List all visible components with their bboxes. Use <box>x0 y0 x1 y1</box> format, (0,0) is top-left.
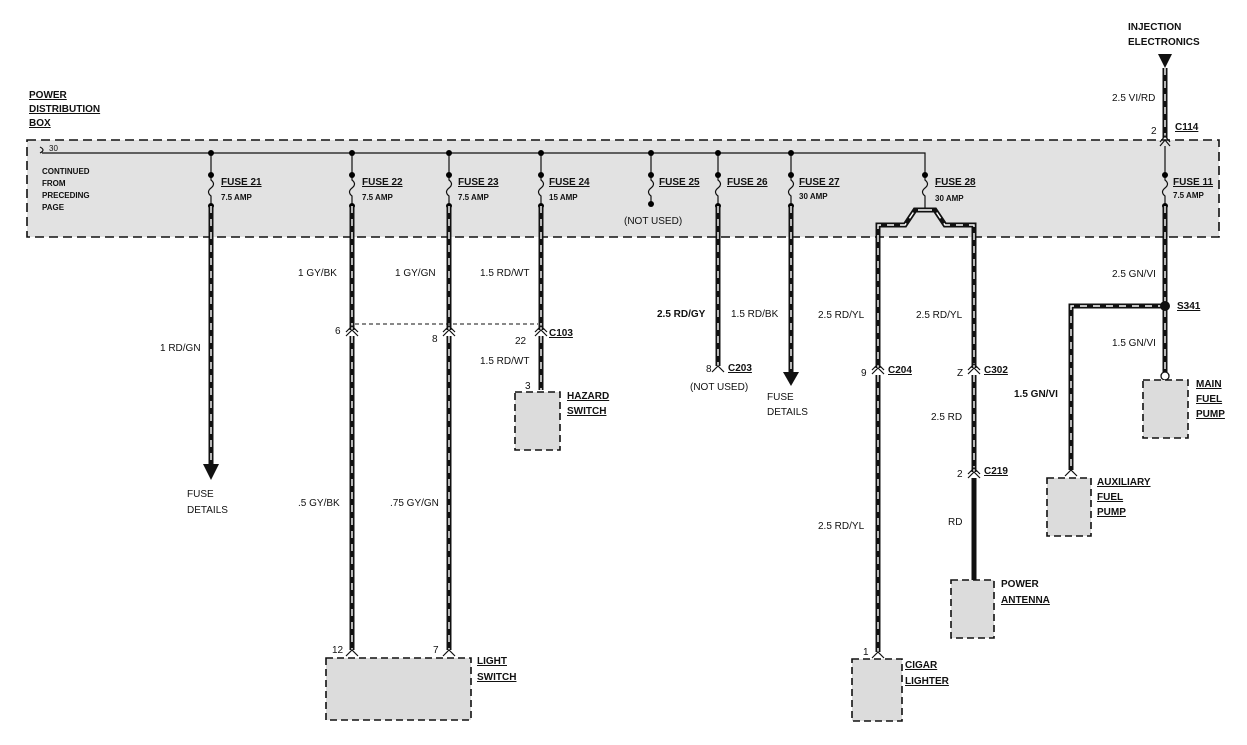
fuse-11-rating: 7.5 AMP <box>1173 191 1204 200</box>
c203-pin: 8 <box>706 364 712 375</box>
wire-aux: 1.5 GN/VI <box>1014 389 1058 400</box>
main-fuel-pump-box <box>1142 379 1189 439</box>
c302-label: C302 <box>984 365 1008 376</box>
pin-30-hook <box>39 146 44 154</box>
fuse-27-rating: 30 AMP <box>799 192 828 201</box>
power-antenna-1: POWER <box>1001 579 1040 590</box>
cigar-label-1: CIGAR <box>905 660 938 671</box>
hazard-pin: 3 <box>525 381 531 392</box>
fuse-22-name: FUSE 22 <box>362 177 403 188</box>
wire-28-left: 2.5 RD/YL <box>818 310 865 321</box>
c114-pin: 2 <box>1151 126 1157 137</box>
power-antenna-box <box>950 579 995 639</box>
c103-pin-6: 6 <box>335 326 341 337</box>
pdb-title-2: DISTRIBUTION <box>29 104 100 115</box>
fuse-25-name: FUSE 25 <box>659 177 700 188</box>
c204-pin: 9 <box>861 368 867 379</box>
light-label-2: SWITCH <box>477 672 516 683</box>
fuse-28-name: FUSE 28 <box>935 177 976 188</box>
wire-23-top: 1 GY/GN <box>395 268 436 279</box>
wire-22-bottom: .5 GY/BK <box>298 498 340 509</box>
light-label-1: LIGHT <box>477 656 507 667</box>
wire-23-bottom: .75 GY/GN <box>390 498 439 509</box>
wire-24-bottom: 1.5 RD/WT <box>480 356 529 367</box>
fuse-26-name: FUSE 26 <box>727 177 768 188</box>
continued-1: CONTINUED <box>42 167 90 176</box>
cigar-pin: 1 <box>863 647 869 658</box>
wire-26: 2.5 RD/GY <box>657 309 706 320</box>
c204-label: C204 <box>888 365 912 376</box>
wire-27: 1.5 RD/BK <box>731 309 779 320</box>
main-label-3: PUMP <box>1196 409 1225 420</box>
fuse-24-rating: 15 AMP <box>549 193 578 202</box>
light-pin-7: 7 <box>433 645 439 656</box>
continued-3: PRECEDING <box>42 191 90 200</box>
fuse-details-1b: DETAILS <box>187 505 228 516</box>
pdb-title-1: POWER <box>29 90 68 101</box>
fuse-22-rating: 7.5 AMP <box>362 193 393 202</box>
fuse-25-not-used: (NOT USED) <box>624 216 682 227</box>
wire-21: 1 RD/GN <box>160 343 201 354</box>
aux-label-2: FUEL <box>1097 492 1123 503</box>
fuse-details-2b: DETAILS <box>767 407 808 418</box>
fuse-23-rating: 7.5 AMP <box>458 193 489 202</box>
fuse-21-rating: 7.5 AMP <box>221 193 252 202</box>
wire-injection: 2.5 VI/RD <box>1112 93 1155 104</box>
pdb-pin-30: 30 <box>49 144 58 153</box>
main-label-1: MAIN <box>1196 379 1222 390</box>
aux-label-1: AUXILIARY <box>1097 477 1151 488</box>
s341-label: S341 <box>1177 301 1201 312</box>
wire-28-bottom: 2.5 RD/YL <box>818 521 865 532</box>
c103-pin-22: 22 <box>515 336 527 347</box>
auxiliary-fuel-pump-box <box>1046 477 1092 537</box>
fuse-details-1a: FUSE <box>187 489 214 500</box>
pdb-title-3: BOX <box>29 118 51 129</box>
c203-not-used: (NOT USED) <box>690 382 748 393</box>
hazard-label-1: HAZARD <box>567 391 609 402</box>
fuse-21-name: FUSE 21 <box>221 177 262 188</box>
hazard-label-2: SWITCH <box>567 406 606 417</box>
wires <box>203 54 1172 652</box>
fuse-27-name: FUSE 27 <box>799 177 840 188</box>
fuse-drops <box>207 146 1169 210</box>
wire-c302-c219: 2.5 RD <box>931 412 962 423</box>
c114-label: C114 <box>1175 122 1199 133</box>
c103-pin-8: 8 <box>432 334 438 345</box>
c103-label: C103 <box>549 328 573 339</box>
fuse-23-name: FUSE 23 <box>458 177 499 188</box>
light-pin-12: 12 <box>332 645 344 656</box>
fuse-11-name: FUSE 11 <box>1173 177 1213 188</box>
fuse-28-rating: 30 AMP <box>935 194 964 203</box>
wire-28-right: 2.5 RD/YL <box>916 310 963 321</box>
main-label-2: FUEL <box>1196 394 1222 405</box>
wire-24-top: 1.5 RD/WT <box>480 268 529 279</box>
cigar-lighter-box <box>851 658 903 722</box>
c219-pin: 2 <box>957 469 963 480</box>
c302-pin: Z <box>957 368 963 379</box>
injection-2: ELECTRONICS <box>1128 37 1200 48</box>
continued-2: FROM <box>42 179 66 188</box>
wire-main: 1.5 GN/VI <box>1112 338 1156 349</box>
connector-marks <box>345 135 1171 659</box>
power-distribution-box <box>26 139 1220 238</box>
fuse-24-name: FUSE 24 <box>549 177 590 188</box>
c203-label: C203 <box>728 363 752 374</box>
wire-11: 2.5 GN/VI <box>1112 269 1156 280</box>
aux-label-3: PUMP <box>1097 507 1126 518</box>
injection-1: INJECTION <box>1128 22 1181 33</box>
power-antenna-2: ANTENNA <box>1001 595 1050 606</box>
c219-label: C219 <box>984 466 1008 477</box>
cigar-label-2: LIGHTER <box>905 676 950 687</box>
bus-bar <box>42 152 926 170</box>
wire-rd: RD <box>948 517 962 528</box>
hazard-switch-box <box>514 391 561 451</box>
light-switch-box <box>325 657 472 721</box>
continued-4: PAGE <box>42 203 65 212</box>
fuse-details-2a: FUSE <box>767 392 794 403</box>
wire-22-top: 1 GY/BK <box>298 268 337 279</box>
